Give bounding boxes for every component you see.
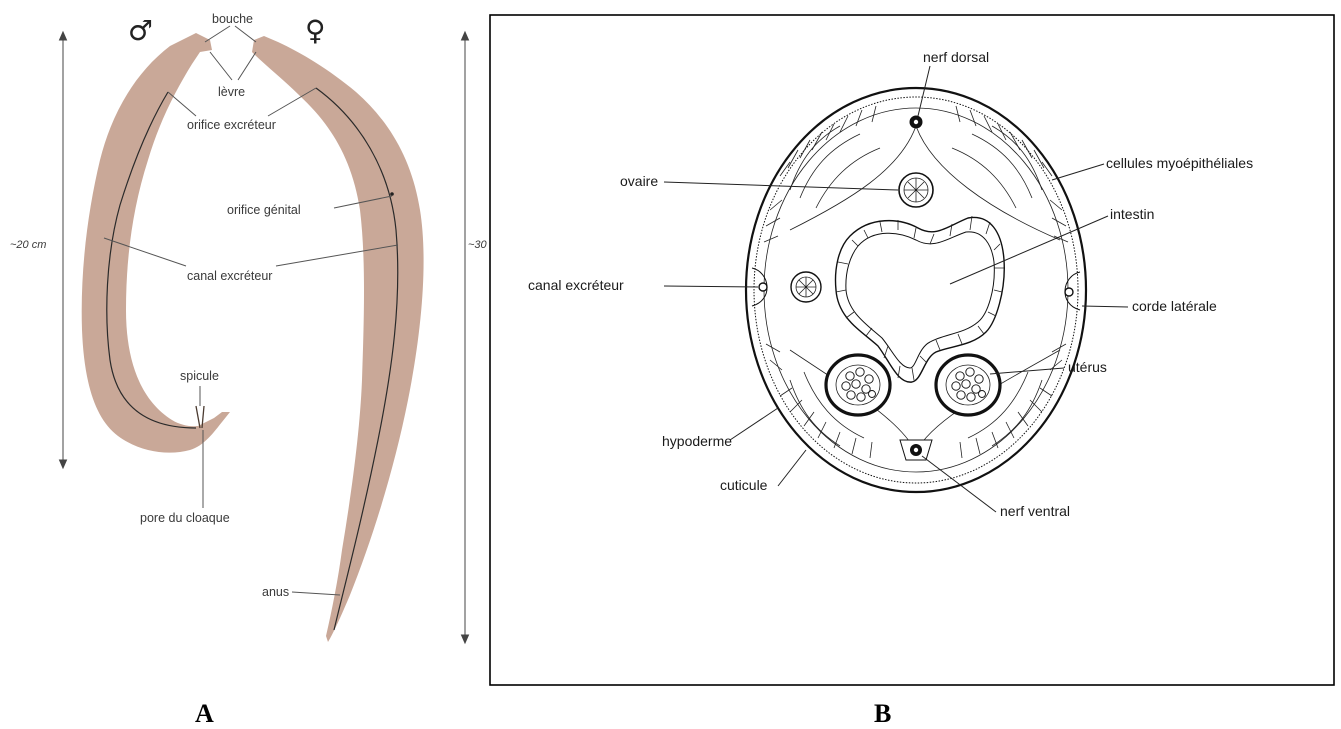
leader-canal-excreteur-a [104,238,398,266]
leader-anus [292,592,340,595]
panel-a-letter: A [195,699,214,728]
leader-levre [210,52,256,80]
female-symbol: ♀ [305,14,326,47]
label-levre: lèvre [218,85,245,99]
excretory-canal-right [1065,288,1073,296]
label-nerf-ventral: nerf ventral [1000,503,1070,519]
panel-b: nerf dorsal cellules myoépithéliales ova… [490,15,1334,728]
label-anus: anus [262,585,289,599]
genital-pore-dot [390,192,394,196]
panel-b-letter: B [874,699,891,728]
male-worm-body [82,33,230,453]
male-length-arrow [60,32,67,468]
label-ovaire: ovaire [620,173,658,189]
dorsal-nerve-core [914,120,918,124]
ovary-left-rays [796,277,816,297]
label-cuticule: cuticule [720,477,768,493]
label-orifice-genital: orifice génital [227,203,301,217]
female-worm-body [252,36,424,642]
excretory-canal-left [759,283,767,291]
label-pore-cloaque: pore du cloaque [140,511,230,525]
male-symbol: ♂ [128,14,153,47]
label-hypoderme: hypoderme [662,433,732,449]
label-orifice-excreteur: orifice excréteur [187,118,276,132]
label-intestin: intestin [1110,206,1154,222]
spicule [196,406,204,428]
panel-a: ~20 cm ~30 cm ♂ ♀ bouche lèvre orifice e… [10,12,504,728]
leader-bouche [205,26,256,42]
label-corde-laterale: corde latérale [1132,298,1217,314]
label-bouche: bouche [212,12,253,26]
ventral-nerve-core [914,448,918,452]
female-length-arrow [462,32,469,643]
label-canal-excreteur-b: canal excréteur [528,277,624,293]
label-canal-excreteur-a: canal excréteur [187,269,272,283]
label-uterus: utérus [1068,359,1107,375]
male-length-label: ~20 cm [10,239,46,251]
label-cellules-myo: cellules myoépithéliales [1106,155,1253,171]
label-spicule: spicule [180,369,219,383]
label-nerf-dorsal: nerf dorsal [923,49,989,65]
